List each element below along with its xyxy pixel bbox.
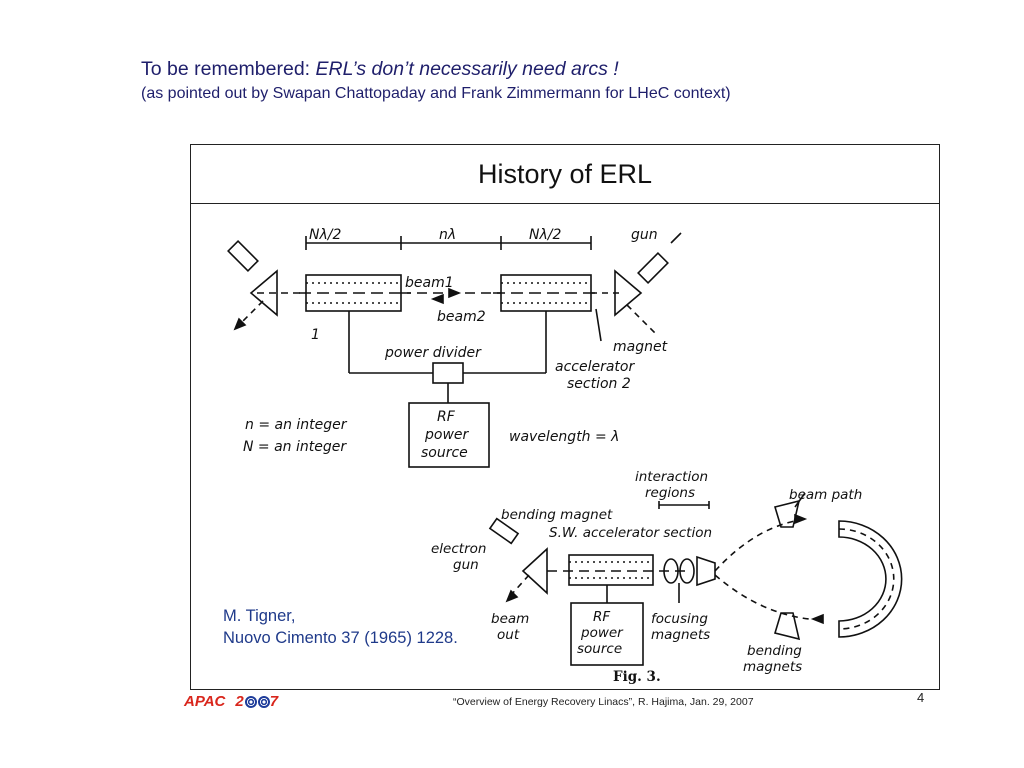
rf-source2-line1: RF — [593, 609, 610, 625]
sw-section-label: S.W. accelerator section — [549, 525, 712, 541]
bending-magnets-label-line2: magnets — [743, 659, 802, 675]
slide-heading: To be remembered: ERL’s don’t necessaril… — [141, 58, 619, 81]
slide-subheading: (as pointed out by Swapan Chattopaday an… — [141, 85, 731, 102]
rf-source-line1: RF — [437, 409, 456, 425]
rf-source-line2: power — [424, 427, 470, 443]
rf-source2-line2: power — [580, 625, 624, 641]
accelerator-label-line2: section 2 — [567, 376, 631, 392]
beam-out-label-line1: beam — [491, 611, 529, 627]
N-definition: N = an integer — [243, 439, 347, 455]
wavelength-label: wavelength = λ — [509, 429, 619, 445]
beam2-label: beam2 — [437, 309, 486, 325]
dim-right-label: Nλ/2 — [529, 227, 561, 243]
interaction-label-line2: regions — [645, 485, 695, 501]
rf-source-line3: source — [421, 445, 468, 461]
focusing-magnets-label-line1: focusing — [651, 611, 708, 627]
dim-mid-label: nλ — [439, 227, 456, 243]
logo-ring-icon — [244, 695, 257, 708]
figure-title-bar: History of ERL — [191, 145, 939, 204]
figure-title: History of ERL — [477, 159, 653, 189]
electron-gun-label-line1: electron — [431, 541, 486, 557]
magnet-label: magnet — [613, 339, 668, 355]
electron-gun-label-line2: gun — [453, 557, 479, 573]
rf-source2-line3: source — [577, 641, 622, 657]
history-of-erl-figure: History of ERL — [190, 144, 940, 690]
footer-credit: “Overview of Energy Recovery Linacs”, R.… — [453, 696, 754, 708]
beam-out-label-line2: out — [497, 627, 520, 643]
fig-3-label: Fig. 3. — [613, 669, 661, 685]
beam-path-label: beam path — [789, 487, 862, 503]
erl-schematic-2: interaction regions beam path bending ma… — [419, 463, 909, 685]
logo-year-suffix: 7 — [269, 693, 279, 710]
heading-emphasis: ERL’s don’t necessarily need arcs ! — [315, 58, 619, 80]
n-definition: n = an integer — [245, 417, 348, 433]
schematic-2-drawing: interaction regions beam path bending ma… — [431, 469, 903, 685]
accelerator-label-line1: accelerator — [555, 359, 635, 375]
logo-ring-icon — [257, 695, 270, 708]
erl-schematic-1: Nλ/2 nλ Nλ/2 gun beam1 beam2 1 magnet po… — [211, 223, 711, 543]
logo-text: APAC — [184, 693, 226, 710]
focusing-magnets-label-line2: magnets — [651, 627, 710, 643]
power-divider-label: power divider — [384, 345, 482, 361]
citation: M. Tigner, Nuovo Cimento 37 (1965) 1228. — [223, 605, 458, 649]
bending-magnet-label: bending magnet — [501, 507, 613, 523]
interaction-label-line1: interaction — [635, 469, 708, 485]
logo-year: 2 7 — [235, 693, 278, 710]
dim-left-label: Nλ/2 — [309, 227, 341, 243]
section-1-label: 1 — [311, 327, 320, 343]
citation-reference: Nuovo Cimento 37 (1965) 1228. — [223, 629, 458, 647]
heading-prefix: To be remembered: — [141, 58, 316, 80]
apac-2007-logo: APAC 2 7 — [184, 693, 278, 710]
bending-magnets-label-line1: bending — [747, 643, 802, 659]
gun-label: gun — [631, 227, 658, 243]
logo-year-prefix: 2 — [235, 693, 244, 710]
page-number: 4 — [917, 690, 925, 705]
beam1-label: beam1 — [405, 275, 454, 291]
schematic-1-drawing: Nλ/2 nλ Nλ/2 gun beam1 beam2 1 magnet po… — [227, 227, 682, 468]
citation-author: M. Tigner, — [223, 607, 296, 625]
